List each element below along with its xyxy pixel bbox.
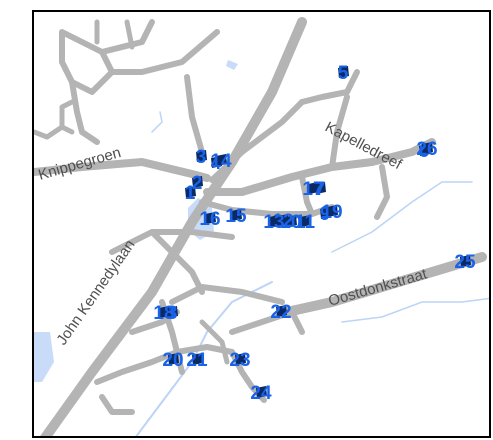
- marker-symbol[interactable]: [278, 214, 289, 226]
- marker-label-2[interactable]: 2: [192, 173, 203, 194]
- road-minor: [209, 99, 305, 183]
- marker-label-20[interactable]: 20: [162, 350, 183, 371]
- road-oostdonkstraat: [282, 252, 487, 317]
- marker-label-18[interactable]: 18: [153, 303, 174, 324]
- marker-label-1[interactable]: 1: [185, 183, 196, 204]
- marker-label-21[interactable]: 21: [186, 350, 208, 371]
- road-block: [34, 124, 65, 140]
- marker-symbol[interactable]: [196, 150, 207, 162]
- incident-markers[interactable]: 1234567891011121314151617181920212223242…: [153, 63, 476, 404]
- marker-label-11[interactable]: 11: [295, 212, 316, 233]
- street-label-oostdonkstraat: Oostdonkstraat: [326, 265, 429, 310]
- marker-label-17[interactable]: 17: [302, 179, 323, 200]
- road-minor: [374, 164, 390, 220]
- marker-symbol[interactable]: [327, 205, 338, 217]
- marker-label-19[interactable]: 19: [321, 202, 342, 223]
- marker-label-13[interactable]: 13: [263, 212, 284, 233]
- marker-label-7[interactable]: 7: [315, 179, 326, 200]
- marker-symbol[interactable]: [231, 209, 242, 221]
- marker-label-8[interactable]: 8: [167, 303, 178, 324]
- marker-label-14[interactable]: 14: [210, 151, 232, 172]
- marker-label-5[interactable]: 5: [338, 63, 349, 84]
- road-network: [34, 17, 487, 436]
- marker-symbol[interactable]: [159, 306, 170, 318]
- marker-symbol[interactable]: [276, 305, 287, 317]
- road-minor: [99, 394, 135, 415]
- road-minor: [329, 94, 350, 170]
- marker-symbol[interactable]: [269, 215, 280, 227]
- road-minor: [94, 344, 235, 385]
- pond: [226, 60, 238, 70]
- road-block: [69, 79, 100, 145]
- marker-symbol[interactable]: [300, 215, 311, 227]
- marker-symbol[interactable]: [185, 186, 196, 198]
- stream: [151, 111, 163, 133]
- marker-symbol[interactable]: [422, 142, 433, 154]
- road-john-kennedylaan: [40, 17, 307, 436]
- marker-label-15[interactable]: 15: [225, 206, 247, 227]
- marker-label-26[interactable]: 26: [416, 139, 437, 160]
- road-knippegroen: [34, 158, 211, 182]
- road-minor: [169, 284, 285, 305]
- road-minor: [184, 74, 205, 155]
- marker-label-23[interactable]: 23: [229, 350, 250, 371]
- road-minor: [299, 174, 315, 217]
- marker-label-25[interactable]: 25: [454, 252, 476, 273]
- road-minor: [199, 319, 230, 365]
- pond: [34, 332, 54, 382]
- road-block: [59, 99, 75, 135]
- marker-symbol[interactable]: [168, 353, 179, 365]
- road-minor: [299, 69, 360, 105]
- road-minor: [199, 199, 335, 217]
- map-frame[interactable]: Knippegroen John Kennedylaan Kapelledree…: [32, 10, 491, 438]
- marker-symbol[interactable]: [235, 353, 246, 365]
- marker-label-22[interactable]: 22: [270, 302, 291, 323]
- road-minor: [149, 229, 205, 295]
- marker-label-16[interactable]: 16: [199, 209, 220, 230]
- marker-symbol[interactable]: [256, 386, 267, 398]
- marker-symbol[interactable]: [308, 182, 319, 194]
- stream: [331, 181, 473, 253]
- road-block: [124, 19, 135, 50]
- street-label-knippegroen: Knippegroen: [36, 144, 122, 184]
- stream: [341, 297, 489, 323]
- marker-label-9[interactable]: 9: [320, 204, 331, 225]
- marker-symbol[interactable]: [338, 66, 349, 78]
- road-block: [59, 29, 115, 95]
- marker-symbol[interactable]: [192, 353, 203, 365]
- marker-symbol[interactable]: [460, 255, 471, 267]
- marker-symbol[interactable]: [216, 154, 227, 166]
- map-canvas[interactable]: Knippegroen John Kennedylaan Kapelledree…: [34, 12, 491, 438]
- marker-label-4[interactable]: 4: [211, 153, 222, 174]
- marker-symbol[interactable]: [192, 176, 203, 188]
- road-block: [109, 29, 220, 75]
- marker-label-3[interactable]: 3: [196, 147, 207, 168]
- road-block: [99, 19, 155, 55]
- marker-symbol[interactable]: [205, 212, 216, 224]
- road-minor: [109, 229, 235, 255]
- marker-label-24[interactable]: 24: [250, 383, 272, 404]
